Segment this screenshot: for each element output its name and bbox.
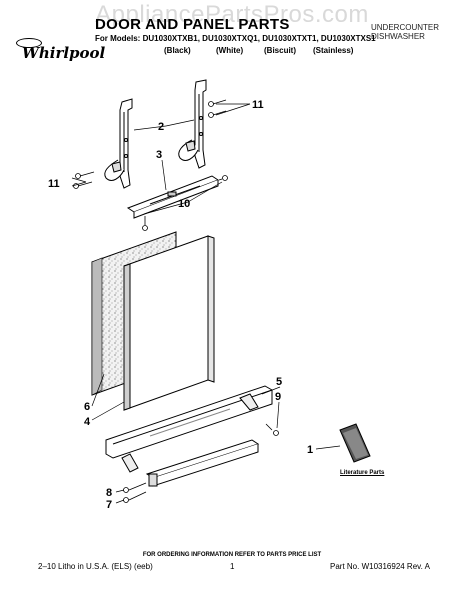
literature-booklet — [339, 423, 371, 463]
callout-number: 8 — [106, 487, 112, 499]
footer-part-number: Part No. W10316924 Rev. A — [330, 562, 430, 571]
literature-parts-label: Literature Parts — [340, 470, 385, 476]
callout-number: 9 — [275, 391, 281, 403]
right-hinge-bracket — [178, 79, 207, 169]
finish-label: (White) — [216, 46, 244, 55]
model-number: DU1030XTXT1, — [262, 34, 319, 43]
toe-panel-trim — [145, 439, 260, 487]
toe-panel — [105, 385, 273, 473]
outer-door-panel — [123, 235, 215, 411]
callout-number: 10 — [178, 198, 190, 210]
channel-screws — [142, 175, 228, 231]
doc-type-line-1: UNDERCOUNTER — [371, 23, 439, 32]
callout-number: 4 — [84, 416, 91, 428]
toe-panel-screw — [265, 423, 279, 436]
ordering-note: FOR ORDERING INFORMATION REFER TO PARTS … — [142, 552, 322, 558]
callout-number: 2 — [158, 121, 164, 133]
callout-number: 11 — [252, 99, 264, 111]
callout-number: 7 — [106, 499, 112, 511]
model-number: DU1030XTXB1, — [142, 34, 200, 43]
finish-label: (Stainless) — [313, 46, 354, 55]
door-top-channel — [126, 175, 220, 219]
models-prefix: For Models: — [95, 34, 141, 43]
hinge-screws — [73, 99, 227, 189]
finish-label: (Black) — [164, 46, 191, 55]
watermark: AppliancePartsPros.com — [95, 1, 369, 28]
page-number: 1 — [230, 562, 235, 571]
trim-screws — [123, 482, 147, 503]
callout-number: 11 — [48, 178, 60, 190]
callout-number: 6 — [84, 401, 90, 413]
brand-logo-ring — [16, 38, 42, 48]
callout-labels: 2 11 3 11 10 6 4 5 9 1 8 7 — [48, 99, 313, 511]
callout-number: 1 — [307, 444, 313, 456]
left-hinge-bracket — [104, 98, 133, 189]
callout-number: 3 — [156, 149, 162, 161]
document-type: UNDERCOUNTER DISHWASHER — [371, 23, 439, 41]
page-title: DOOR AND PANEL PARTS — [95, 16, 290, 33]
finish-label: (Biscuit) — [264, 46, 296, 55]
brand-logo: Whirlpool — [22, 44, 106, 62]
callout-number: 5 — [276, 376, 282, 388]
model-number: DU1030XTXS1 — [320, 34, 376, 43]
model-list: For Models: DU1030XTXB1, DU1030XTXQ1, DU… — [95, 34, 376, 43]
leader-lines — [71, 103, 341, 504]
footer-litho: 2–10 Litho in U.S.A. (ELS) (eeb) — [38, 562, 153, 571]
model-number: DU1030XTXQ1, — [202, 34, 260, 43]
doc-type-line-2: DISHWASHER — [371, 32, 425, 41]
